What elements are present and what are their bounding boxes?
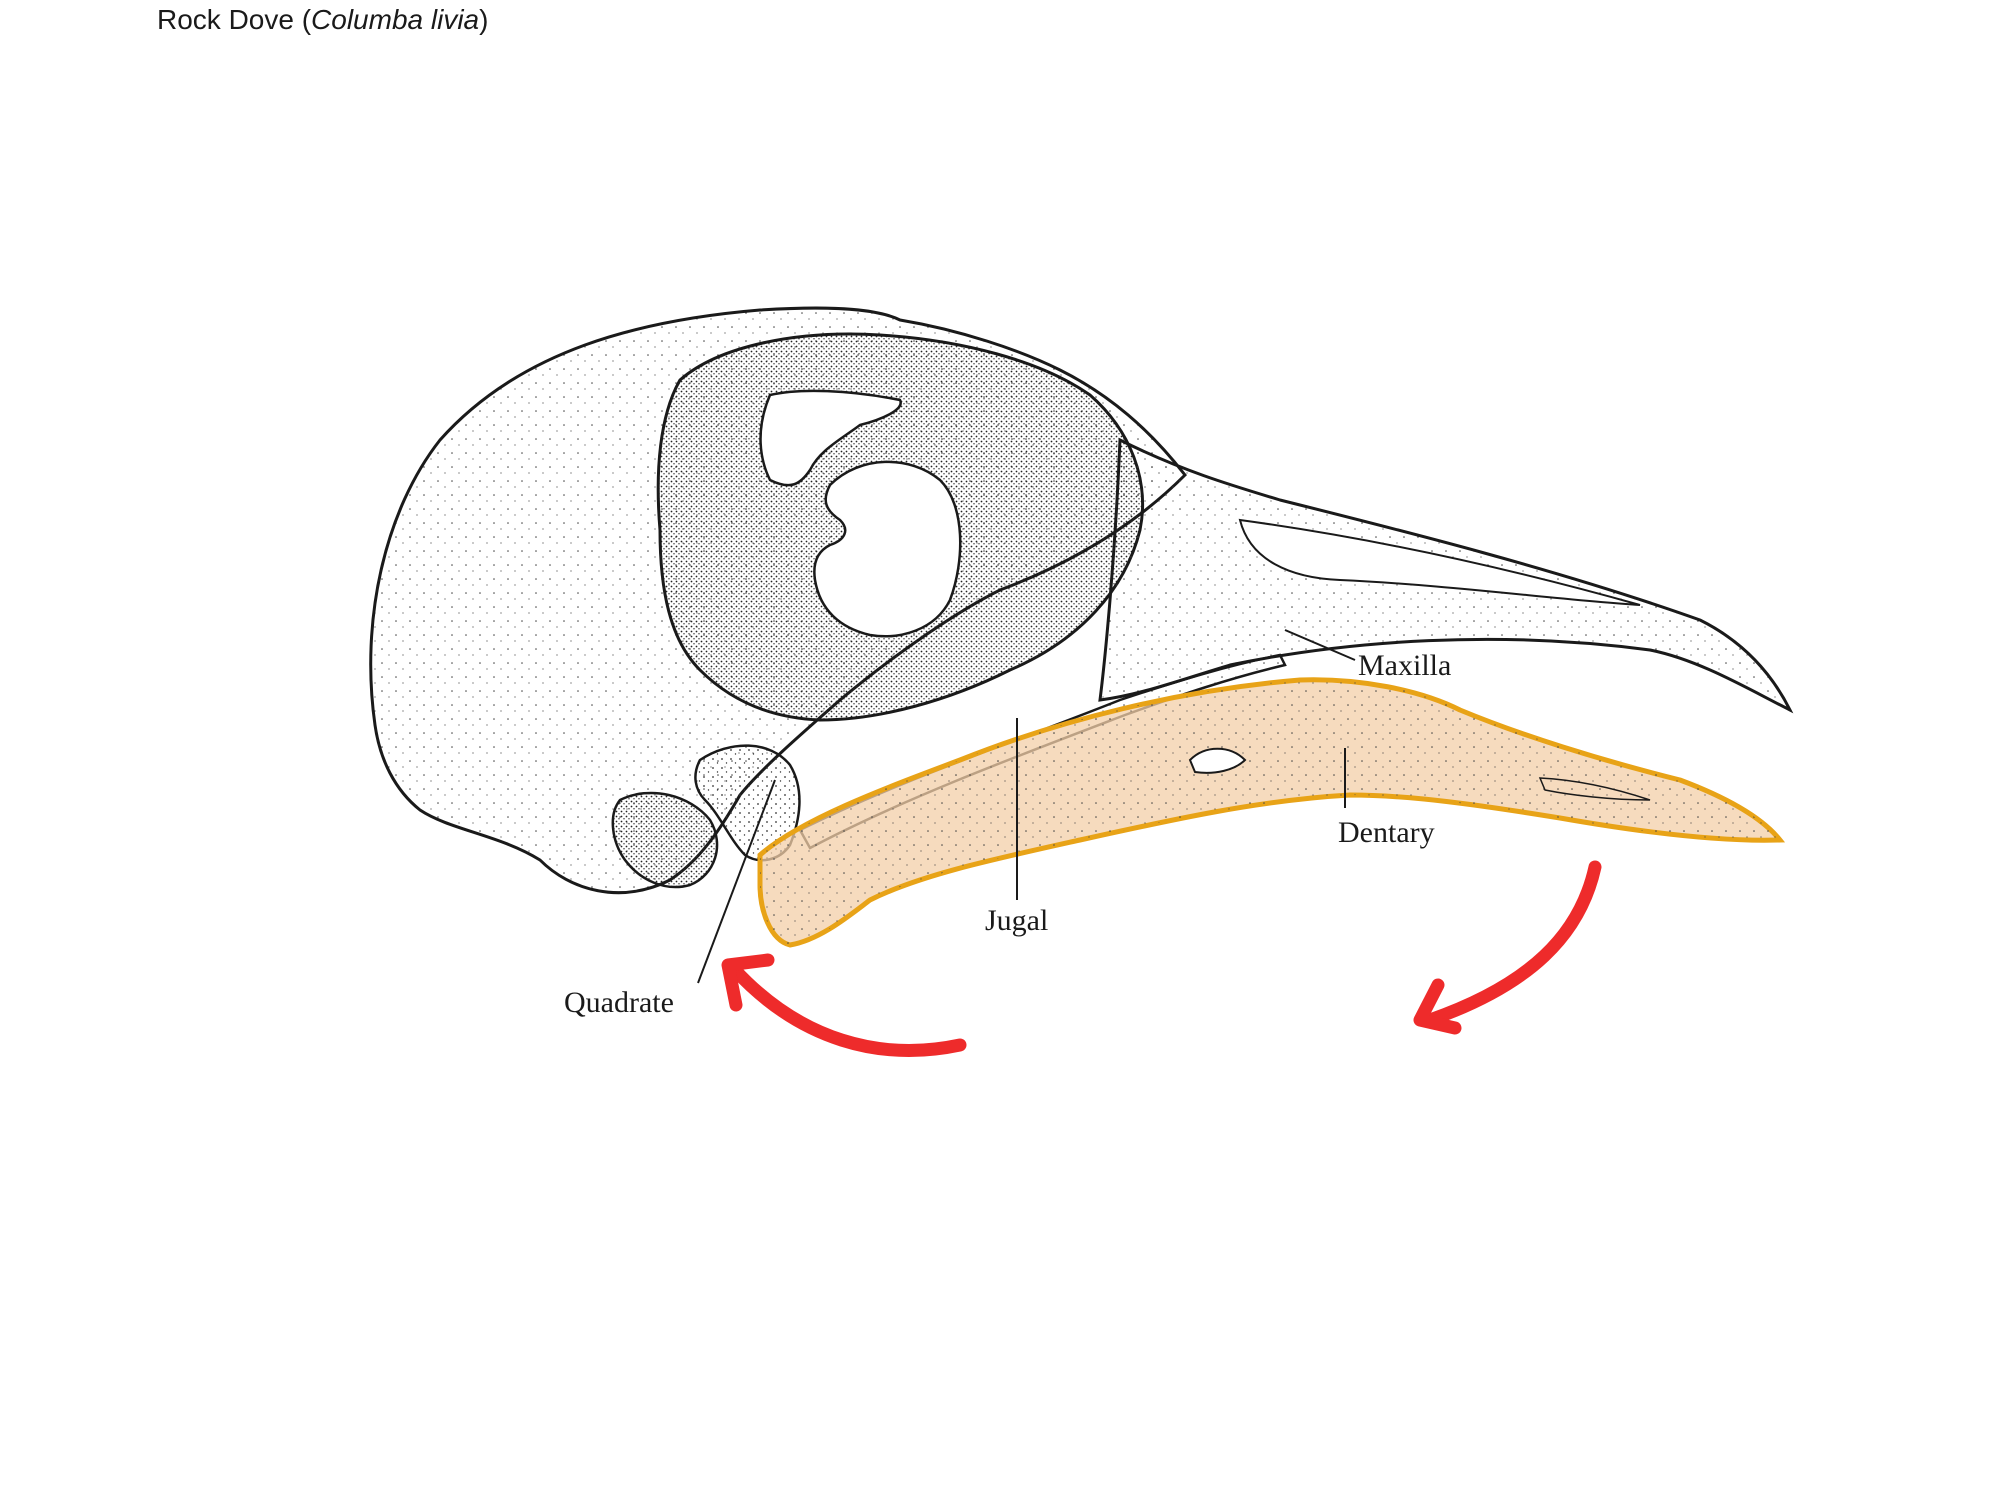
figure-title: Rock Dove (Columba livia) <box>157 4 488 36</box>
arrow-right <box>1413 860 1602 1035</box>
label-dentary: Dentary <box>1338 816 1435 849</box>
label-quadrate: Quadrate <box>564 986 674 1019</box>
dentary-groove <box>1538 777 1651 801</box>
nasal-opening <box>1238 518 1641 606</box>
optic-foramen <box>813 460 962 638</box>
arrow-left <box>721 953 967 1057</box>
quadrate-leader <box>697 779 776 984</box>
title-common-name: Rock Dove ( <box>157 4 312 35</box>
label-jugal: Jugal <box>985 904 1048 937</box>
occipital-detail <box>611 791 719 889</box>
maxilla-leader <box>1284 629 1356 661</box>
label-maxilla: Maxilla <box>1358 649 1451 682</box>
title-close-paren: ) <box>479 4 489 35</box>
mandibular-fenestra <box>1188 747 1247 774</box>
interorbital-foramen <box>759 389 902 487</box>
title-scientific-name: Columba livia <box>311 4 480 35</box>
dentary-stipple <box>760 679 1780 945</box>
